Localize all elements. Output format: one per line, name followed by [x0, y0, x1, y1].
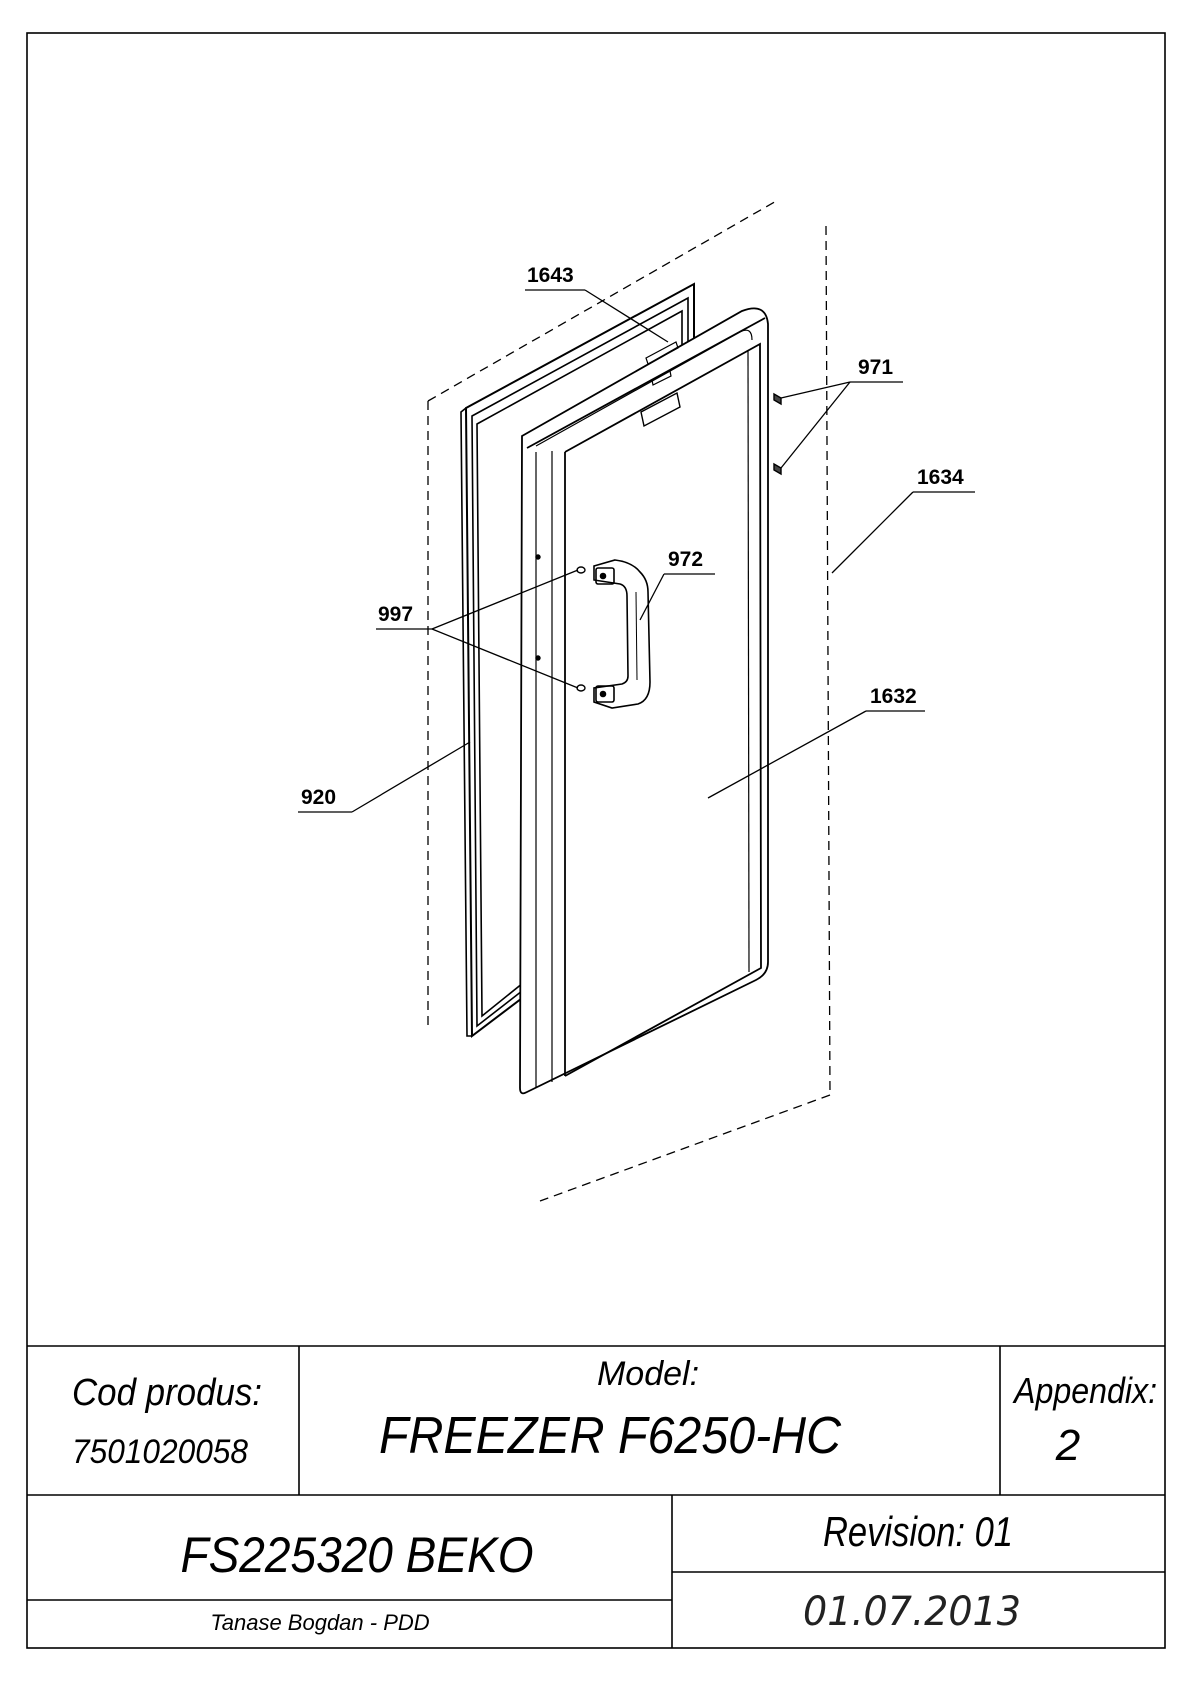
callout-972: 972: [668, 548, 703, 571]
exploded-view: [298, 199, 975, 1202]
callout-1643: 1643: [527, 264, 574, 287]
model-value: FREEZER F6250-HC: [379, 1407, 841, 1465]
callout-1632: 1632: [870, 685, 917, 708]
product-code: FS225320 BEKO: [181, 1527, 534, 1583]
revision: Revision: 01: [823, 1508, 1013, 1555]
callout-971: 971: [858, 356, 893, 379]
callout-1634: 1634: [917, 466, 964, 489]
door-handle: [593, 559, 651, 709]
title-block-grid: [27, 1345, 1165, 1648]
sheet-border: [26, 32, 1166, 1649]
author: Tanase Bogdan - PDD: [210, 1610, 429, 1635]
callout-997: 997: [378, 603, 413, 626]
date: 01.07.2013: [803, 1589, 1021, 1635]
model-label: Model:: [597, 1355, 699, 1393]
cod-produs-label: Cod produs:: [72, 1372, 262, 1414]
appendix-value: 2: [1055, 1421, 1080, 1470]
assembly-dashed-lines: [427, 199, 831, 1202]
cod-produs-value: 7501020058: [72, 1433, 248, 1471]
callout-920: 920: [301, 786, 336, 809]
leader-lines: [298, 289, 975, 813]
hinge-pins: [773, 392, 782, 476]
appendix-label: Appendix:: [1012, 1370, 1157, 1411]
